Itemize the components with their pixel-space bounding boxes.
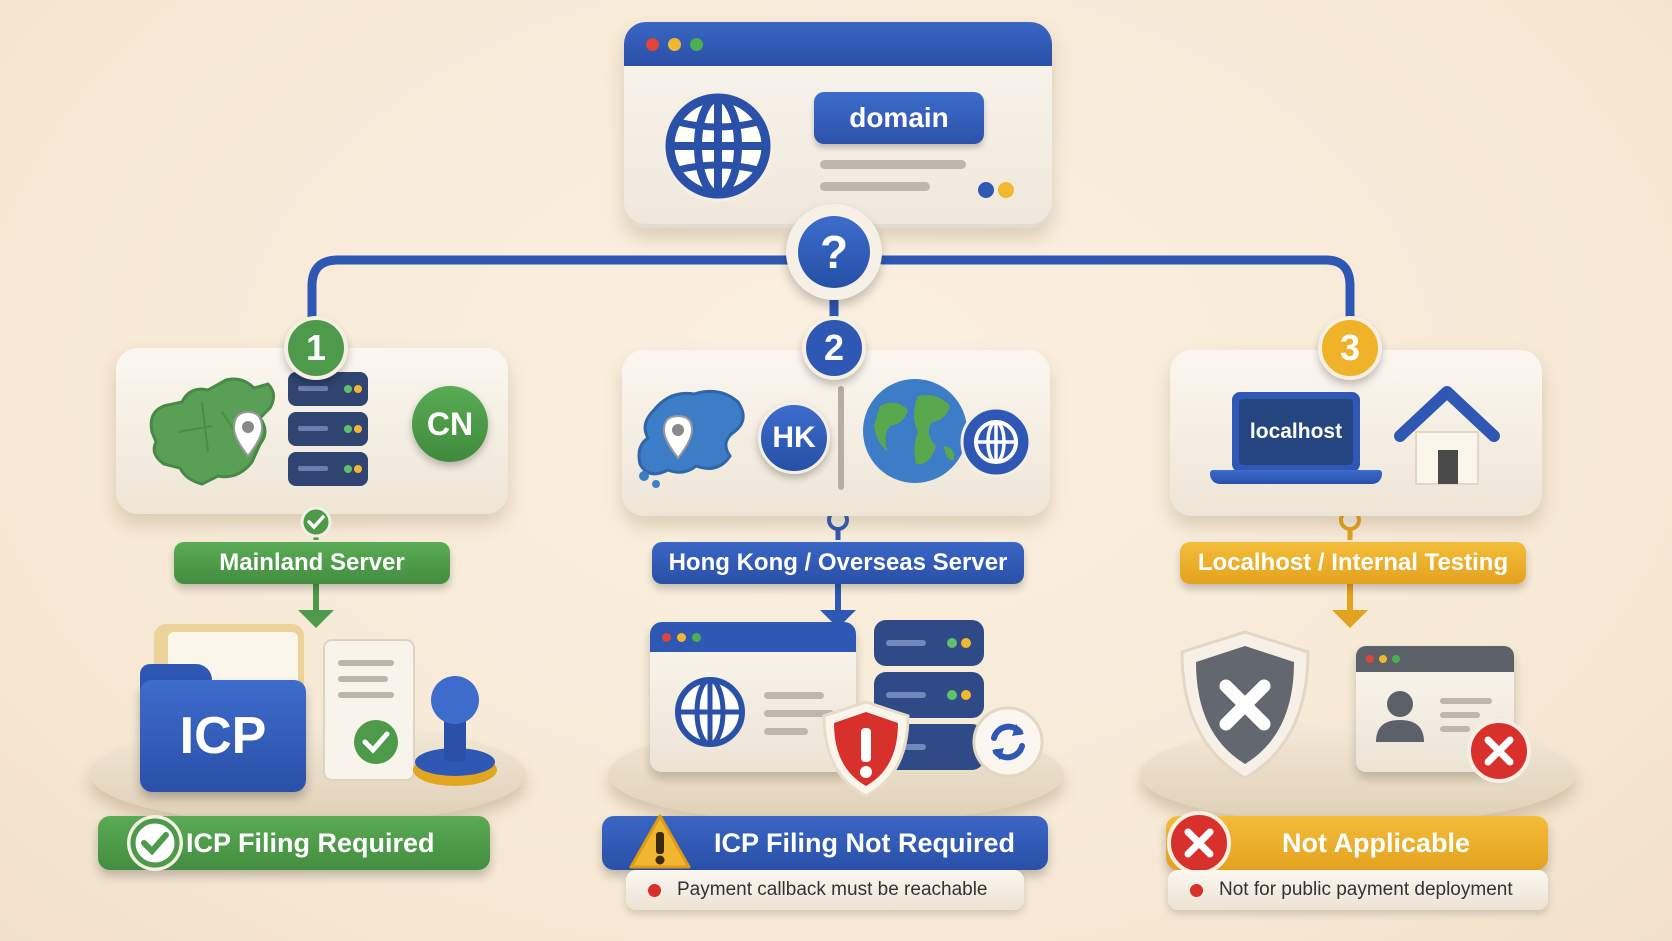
refresh-icon bbox=[972, 706, 1044, 778]
status-dot bbox=[978, 182, 994, 198]
label-mainland-server: Mainland Server bbox=[174, 542, 450, 584]
note-not-for-public: Not for public payment deployment bbox=[1168, 870, 1548, 910]
x-icon bbox=[1167, 811, 1231, 875]
divider bbox=[838, 386, 844, 490]
laptop-icon: localhost bbox=[1232, 392, 1360, 472]
earth-icon bbox=[863, 379, 967, 483]
text-line bbox=[820, 160, 966, 169]
label-localhost-internal-testing: Localhost / Internal Testing bbox=[1180, 542, 1526, 584]
globe-icon bbox=[675, 677, 745, 747]
window-minimize-dot bbox=[668, 37, 681, 51]
note-payment-callback: Payment callback must be reachable bbox=[626, 870, 1024, 910]
red-bullet bbox=[648, 883, 661, 897]
browser-title-bar bbox=[624, 22, 1052, 66]
hk-badge: HK bbox=[758, 402, 830, 474]
note-text: Payment callback must be reachable bbox=[677, 879, 988, 900]
option-number-2: 2 bbox=[802, 316, 866, 380]
check-icon bbox=[300, 506, 332, 538]
server-icon bbox=[288, 372, 368, 486]
x-circle-icon bbox=[1467, 719, 1531, 783]
result-not-applicable: Not Applicable bbox=[1166, 816, 1548, 870]
user-icon bbox=[1376, 691, 1424, 742]
option-number-3: 3 bbox=[1318, 316, 1382, 380]
red-bullet bbox=[1190, 883, 1203, 897]
laptop-base bbox=[1210, 470, 1382, 484]
option-number-1: 1 bbox=[284, 316, 348, 380]
question-icon: ? bbox=[798, 216, 870, 288]
globe-icon bbox=[662, 90, 774, 202]
hong-kong-map-icon bbox=[637, 389, 745, 488]
globe-icon bbox=[960, 406, 1032, 478]
domain-label: domain bbox=[814, 92, 984, 144]
status-dot bbox=[998, 182, 1014, 198]
cn-badge: CN bbox=[412, 386, 488, 462]
text-line bbox=[820, 182, 930, 191]
china-map-icon bbox=[149, 377, 275, 486]
laptop-screen-text: localhost bbox=[1239, 399, 1353, 465]
folder-icon: ICP bbox=[140, 624, 318, 792]
warning-icon bbox=[629, 814, 691, 869]
stamp-icon bbox=[413, 676, 497, 786]
browser-window-icon bbox=[650, 622, 856, 772]
shield-x-icon bbox=[1180, 630, 1310, 780]
house-icon bbox=[1394, 386, 1500, 485]
warning-shield-icon bbox=[822, 700, 910, 798]
question-badge: ? bbox=[786, 204, 882, 300]
window-close-dot bbox=[646, 37, 659, 51]
document-icon bbox=[323, 639, 415, 781]
window-maximize-dot bbox=[690, 37, 703, 51]
domain-browser-card: domain bbox=[624, 22, 1052, 228]
icp-folder-text: ICP bbox=[140, 680, 306, 792]
note-text: Not for public payment deployment bbox=[1219, 879, 1513, 900]
check-circle-icon bbox=[127, 815, 183, 871]
label-hongkong-overseas-server: Hong Kong / Overseas Server bbox=[652, 542, 1024, 584]
